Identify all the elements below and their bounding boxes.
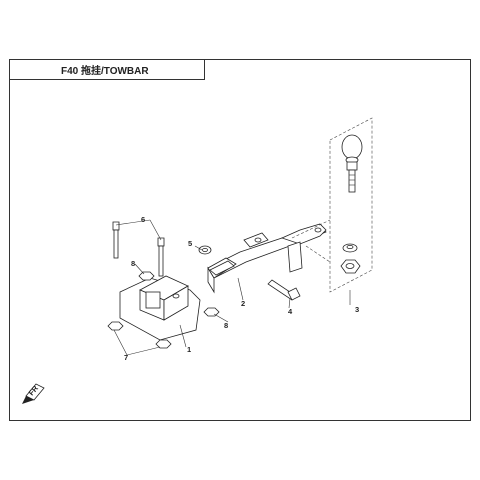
- bolt-6-left: [112, 221, 120, 259]
- nut-7-right: [155, 339, 172, 349]
- callout-6: 6: [141, 215, 145, 224]
- bolt-4: [267, 279, 301, 301]
- nut-8-left: [138, 271, 155, 281]
- callout-8-right: 8: [224, 321, 228, 330]
- washer-5: [198, 245, 212, 255]
- callout-5: 5: [188, 239, 192, 248]
- title-box: F40 拖挂/TOWBAR: [9, 59, 205, 80]
- front-direction-arrow-icon: FR: [22, 383, 45, 404]
- bolt-6-right: [157, 237, 165, 277]
- callout-2: 2: [241, 299, 245, 308]
- callout-8-left: 8: [131, 259, 135, 268]
- page-title: F40 拖挂/TOWBAR: [61, 65, 149, 77]
- receiver-bracket: [119, 275, 201, 341]
- leader-lines: [113, 219, 351, 356]
- hitch-ball-group: [329, 117, 373, 293]
- callout-3: 3: [355, 305, 359, 314]
- callout-1: 1: [187, 345, 191, 354]
- nut-8-right: [203, 307, 220, 317]
- towbar-main-tube: [207, 223, 327, 294]
- callout-4: 4: [288, 307, 293, 316]
- diagram-frame: [9, 59, 471, 421]
- nut-7-left: [107, 321, 124, 331]
- callout-7: 7: [124, 353, 128, 362]
